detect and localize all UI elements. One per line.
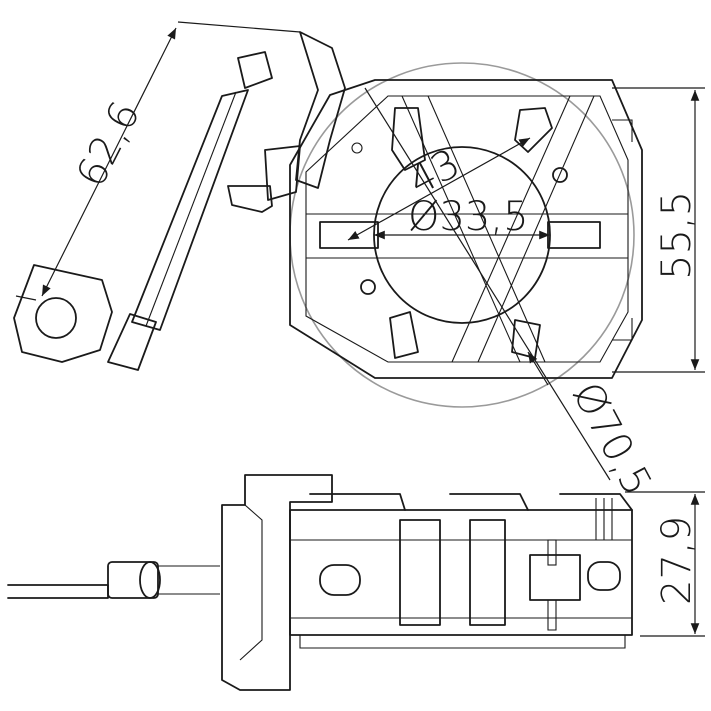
lever-arm <box>13 31 346 371</box>
side-view <box>7 474 633 691</box>
mounting-hole <box>35 297 77 339</box>
dim-outer-diameter: Ø70,5 <box>563 375 660 503</box>
dim-height: 55,5 <box>654 191 700 280</box>
side-body <box>289 509 633 636</box>
dim-depth: 27,9 <box>654 516 700 605</box>
dim-inner-diameter: Ø33,5 <box>408 194 529 240</box>
dim-lever-length: 62,6 <box>68 94 149 194</box>
hex-body <box>289 79 643 379</box>
dimensions: 62,6 43 Ø33,5 Ø70,5 55,5 27,9 <box>15 21 705 637</box>
